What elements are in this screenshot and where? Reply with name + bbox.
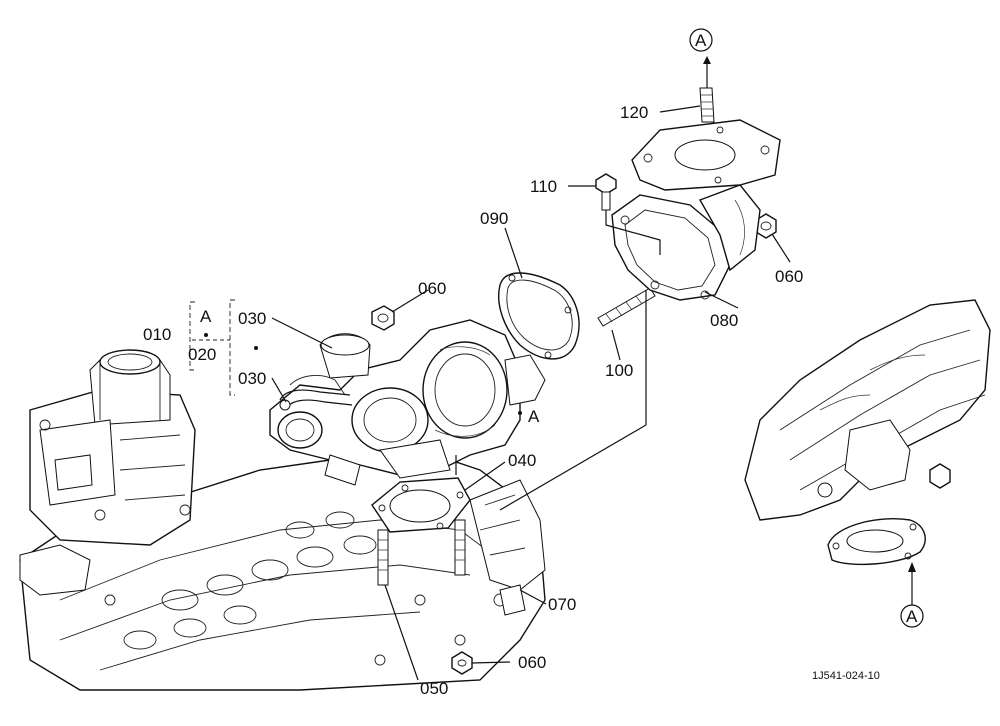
turbocharger — [269, 319, 546, 486]
nut-060-top — [371, 305, 395, 331]
callout-060-bottom: 060 — [518, 653, 546, 672]
inset-exhaust-detail — [744, 299, 991, 566]
bracket-010-020 — [189, 299, 522, 415]
callout-080: 080 — [710, 311, 738, 330]
drawing-code: 1J541-024-10 — [812, 670, 880, 682]
ref-marker-bottom: A — [900, 604, 924, 628]
callout-120: 120 — [620, 103, 648, 122]
callout-090: 090 — [480, 209, 508, 228]
nut-060-bottom — [451, 651, 473, 675]
studs-050 — [377, 519, 466, 586]
callout-030-top: 030 — [238, 309, 266, 328]
oil-pipes-030 — [279, 389, 353, 411]
bracket-label-a: A — [200, 307, 212, 326]
callout-060-right: 060 — [775, 267, 803, 286]
outlet-flange — [631, 119, 781, 191]
callout-020: 020 — [188, 345, 216, 364]
callout-030-bottom: 030 — [238, 369, 266, 388]
gasket-040 — [371, 477, 471, 533]
elbow-080 — [611, 184, 761, 301]
ref-marker-top: A — [689, 28, 713, 52]
callout-040: 040 — [508, 451, 536, 470]
gasket-090 — [498, 272, 580, 360]
head-ports — [104, 511, 507, 666]
callout-050: 050 — [420, 679, 448, 698]
stud-100 — [597, 287, 656, 327]
bolt-110 — [595, 173, 617, 211]
callout-070: 070 — [548, 595, 576, 614]
throttle-body-010 — [29, 349, 196, 546]
stud-120 — [699, 87, 715, 123]
svg-text:A: A — [695, 31, 707, 50]
callout-010: 010 — [143, 325, 171, 344]
callout-110: 110 — [530, 177, 557, 196]
callout-060-top: 060 — [418, 279, 446, 298]
svg-text:A: A — [906, 607, 918, 626]
turbo-label-a: A — [528, 407, 540, 426]
leader-lines — [271, 56, 916, 681]
callout-100: 100 — [605, 361, 633, 380]
